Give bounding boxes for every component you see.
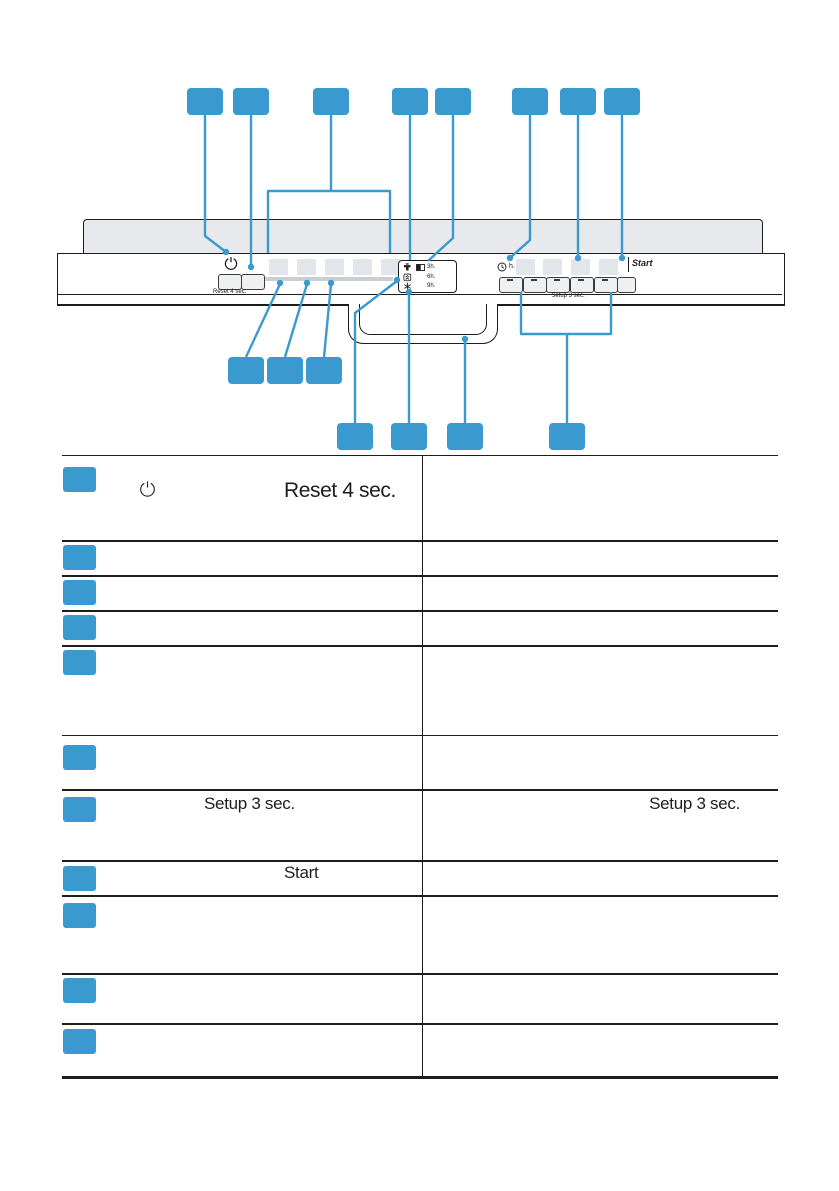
callout-box-12 xyxy=(337,423,373,450)
callout-box-5 xyxy=(435,88,471,115)
delay-display-4 xyxy=(599,259,618,275)
table-row-8-text: Start xyxy=(284,863,319,882)
power-icon xyxy=(224,256,238,270)
delay-option-6h: 6h. xyxy=(427,273,436,280)
row-marker-9 xyxy=(63,903,96,928)
callout-box-1 xyxy=(187,88,223,115)
table-line xyxy=(62,455,778,457)
timer-unit-label: h. xyxy=(509,263,515,270)
start-key xyxy=(617,277,636,293)
callout-box-14 xyxy=(447,423,483,450)
table-line xyxy=(62,735,778,737)
callout-box-9 xyxy=(228,357,264,384)
key-notch xyxy=(577,279,584,282)
table-row-7-left-text: Setup 3 sec. xyxy=(204,794,295,813)
table-column-divider xyxy=(422,455,424,1076)
delay-display-1 xyxy=(516,259,535,275)
door-handle-inner-line xyxy=(359,304,487,335)
option-key-1 xyxy=(499,277,523,293)
table-line xyxy=(62,1023,778,1025)
callout-box-15 xyxy=(549,423,585,450)
table-line xyxy=(62,973,778,975)
table-line xyxy=(62,860,778,862)
callout-box-3 xyxy=(313,88,349,115)
program-key-3 xyxy=(325,259,344,275)
key-notch xyxy=(553,279,560,282)
power-key-right xyxy=(241,274,265,290)
rinse-aid-icon xyxy=(403,282,412,291)
power-key-left xyxy=(218,274,242,290)
key-notch xyxy=(601,279,608,282)
key-notch xyxy=(506,279,513,282)
row-marker-7 xyxy=(63,797,96,822)
callout-box-13 xyxy=(391,423,427,450)
row-marker-11 xyxy=(63,1029,96,1054)
setup-caption: Setup 3 sec. xyxy=(551,293,585,299)
table-line xyxy=(62,1076,778,1079)
row-marker-4 xyxy=(63,615,96,640)
row-marker-2 xyxy=(63,545,96,570)
callout-box-8 xyxy=(604,88,640,115)
program-key-5 xyxy=(381,259,400,275)
callout-box-4 xyxy=(392,88,428,115)
tap-icon xyxy=(403,263,412,271)
row-marker-6 xyxy=(63,745,96,770)
program-key-1 xyxy=(269,259,288,275)
callout-box-10 xyxy=(267,357,303,384)
program-key-2 xyxy=(297,259,316,275)
clock-icon xyxy=(497,262,507,272)
delay-option-9h: 9h. xyxy=(427,282,436,289)
delay-option-3h: 3h. xyxy=(427,264,436,270)
delay-display-2 xyxy=(543,259,562,275)
program-led-bar xyxy=(265,277,393,281)
callout-box-6 xyxy=(512,88,548,115)
program-key-4 xyxy=(353,259,372,275)
table-row-7-right-text: Setup 3 sec. xyxy=(649,794,740,813)
delay-display-3 xyxy=(571,259,590,275)
table-line xyxy=(62,645,778,647)
row-marker-10 xyxy=(63,978,96,1003)
key-notch xyxy=(530,279,537,282)
table-row-1-text: Reset 4 sec. xyxy=(284,479,396,502)
table-line xyxy=(62,575,778,577)
panel-bottom-edge xyxy=(58,294,782,296)
appliance-worktop xyxy=(83,219,763,255)
reset-caption: Reset 4 sec. xyxy=(213,289,247,295)
row-marker-8 xyxy=(63,866,96,891)
table-line xyxy=(62,789,778,791)
callout-box-11 xyxy=(306,357,342,384)
salt-icon xyxy=(403,273,412,282)
time-remaining-icon xyxy=(415,264,425,271)
power-icon xyxy=(139,480,156,497)
row-marker-1 xyxy=(63,467,96,492)
start-label: Start xyxy=(632,258,653,268)
callout-box-2 xyxy=(233,88,269,115)
row-marker-3 xyxy=(63,580,96,605)
table-line xyxy=(62,895,778,897)
table-line xyxy=(62,610,778,612)
start-separator xyxy=(628,257,630,272)
row-marker-5 xyxy=(63,650,96,675)
table-line xyxy=(62,540,778,543)
callout-box-7 xyxy=(560,88,596,115)
